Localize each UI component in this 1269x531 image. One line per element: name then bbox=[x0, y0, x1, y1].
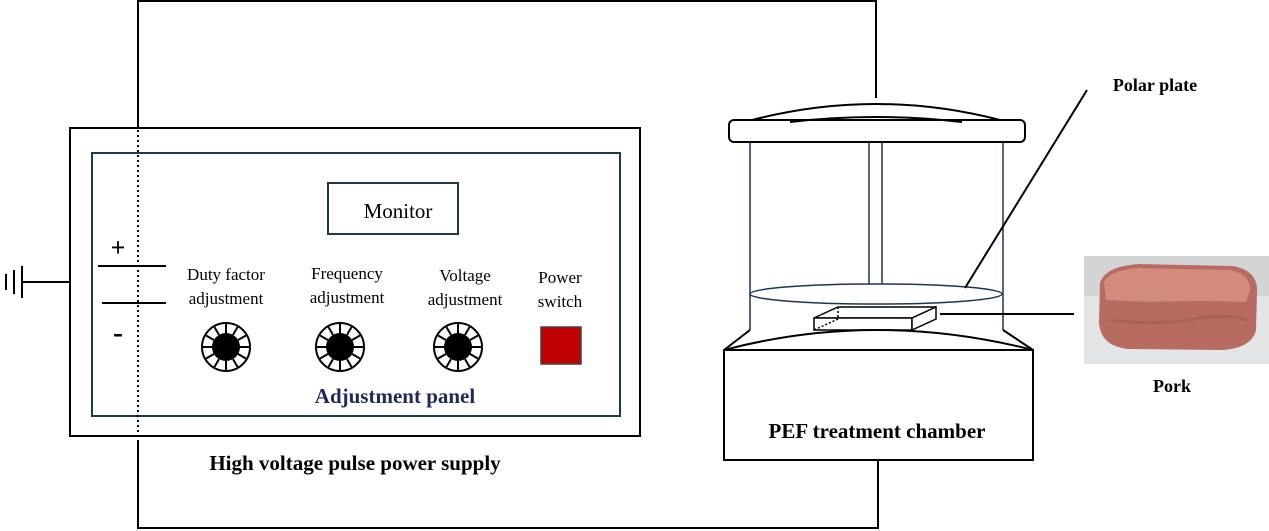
polar-plate-label: Polar plate bbox=[1113, 75, 1197, 95]
ground-icon bbox=[5, 266, 70, 298]
voltage-label-line2: adjustment bbox=[428, 290, 503, 309]
power-supply-box bbox=[69, 127, 641, 437]
monitor-label: Monitor bbox=[364, 199, 433, 223]
sample-block-side bbox=[911, 305, 937, 332]
polar-plate bbox=[749, 283, 1003, 305]
chamber-lid-rim bbox=[728, 119, 1026, 143]
pork-label: Pork bbox=[1153, 376, 1191, 396]
power-switch-label-line2: switch bbox=[538, 292, 583, 311]
minus-sign: - bbox=[113, 316, 123, 349]
chamber-lid-handle bbox=[789, 116, 963, 123]
power-switch bbox=[540, 326, 582, 365]
frequency-label-line2: adjustment bbox=[310, 288, 385, 307]
circuit-wire-bottom bbox=[137, 440, 879, 529]
frequency-label-line1: Frequency bbox=[311, 264, 383, 283]
chamber-title: PEF treatment chamber bbox=[769, 419, 986, 443]
power-switch-label-line1: Power bbox=[538, 268, 582, 287]
plus-sign: + bbox=[111, 233, 126, 262]
adjustment-panel bbox=[91, 152, 621, 417]
duty-factor-label-line2: adjustment bbox=[189, 289, 264, 308]
sample-block-front bbox=[813, 317, 913, 331]
pef-chamber bbox=[723, 103, 1034, 461]
polar-plate-leader bbox=[964, 89, 1088, 289]
monitor-box bbox=[327, 182, 459, 235]
voltage-label-line1: Voltage bbox=[439, 266, 491, 285]
frequency-knob bbox=[315, 322, 365, 372]
chamber-lid bbox=[751, 103, 1001, 121]
duty-factor-label-line1: Duty factor bbox=[187, 265, 265, 284]
duty-factor-knob bbox=[201, 322, 251, 372]
chamber-base bbox=[723, 349, 1034, 461]
pork-photo bbox=[1084, 256, 1269, 364]
circuit-wire-top bbox=[137, 0, 877, 130]
power-supply-title: High voltage pulse power supply bbox=[209, 451, 501, 475]
adjustment-panel-label: Adjustment panel bbox=[315, 384, 476, 408]
chamber-base-top bbox=[723, 329, 1034, 351]
voltage-knob bbox=[433, 322, 483, 372]
